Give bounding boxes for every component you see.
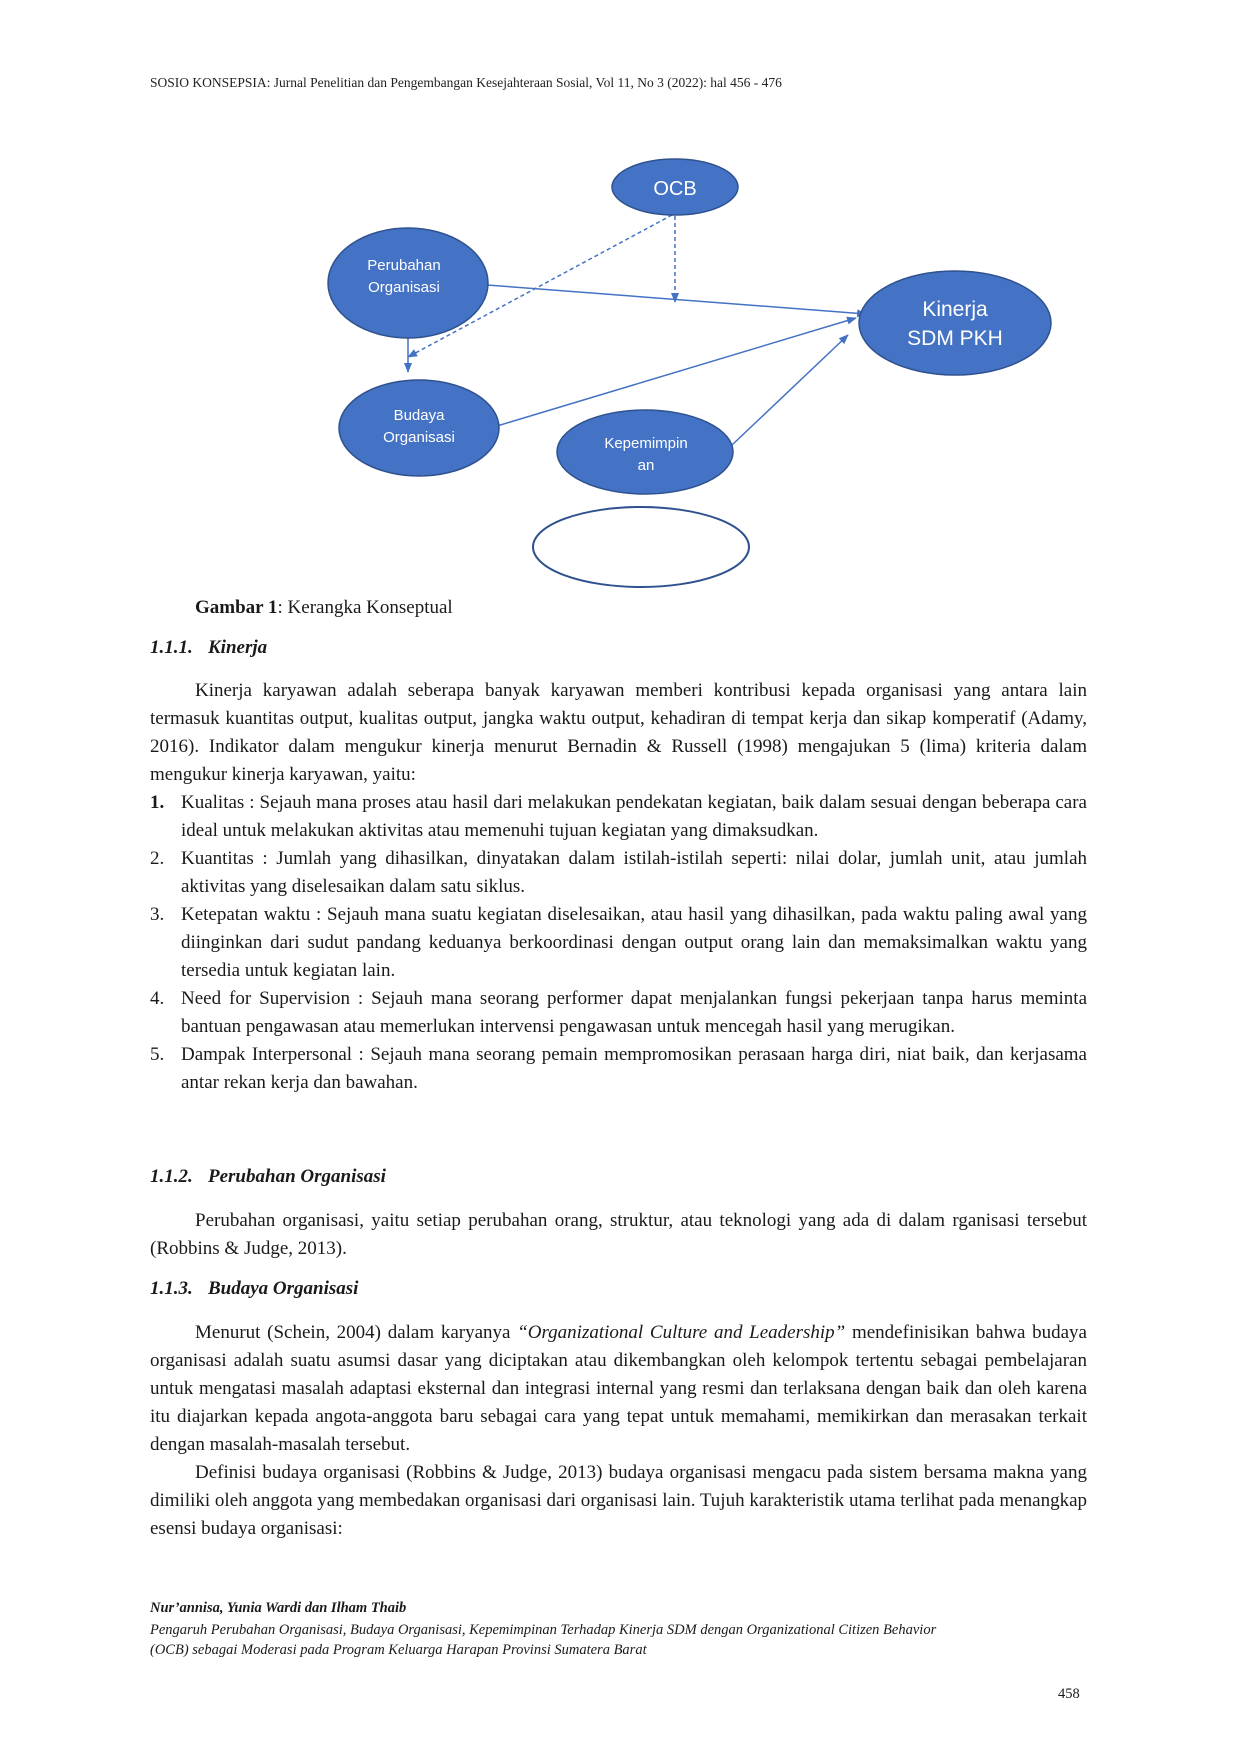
perubahan-label-line2: Organisasi: [368, 279, 440, 296]
list-number: 5.: [150, 1044, 165, 1065]
paragraph: Perubahan organisasi, yaitu setiap perub…: [150, 1210, 1087, 1259]
section-title: Kinerja: [208, 637, 268, 658]
page-footer: Nur’annisa, Yunia Wardi dan Ilham Thaib …: [150, 1598, 1087, 1660]
section-heading-perubahan: 1.1.2. Perubahan Organisasi: [150, 1166, 386, 1188]
paragraph: Menurut (Schein, 2004) dalam karyanya “O…: [150, 1319, 1087, 1459]
ocb-label: OCB: [653, 178, 696, 200]
arrow-budaya-to-kinerja: [496, 316, 857, 427]
budaya-organisasi-node: [338, 379, 500, 477]
page-number: 458: [1058, 1686, 1080, 1702]
kepemimpinan-label-line2: an: [638, 457, 655, 474]
list-item: 2. Kuantitas : Jumlah yang dihasilkan, di…: [150, 845, 1087, 901]
ocb-node: [611, 158, 739, 216]
criteria-list: 1. Kualitas : Sejauh mana proses atau has…: [150, 789, 1087, 1097]
footer-authors: Nur’annisa, Yunia Wardi dan Ilham Thaib: [150, 1600, 407, 1616]
list-item: 4. Need for Supervision : Sejauh mana seo…: [150, 985, 1087, 1041]
framework-diagram: OCB Perubahan Organisasi Kinerja SDM PKH…: [327, 158, 1052, 588]
text-run: mendefinisikan bahwa budaya organisasi a…: [150, 1322, 1087, 1455]
list-number: 1.: [150, 792, 165, 813]
section-number: 1.1.1.: [150, 637, 193, 658]
budaya-label-line1: Budaya: [394, 407, 446, 424]
section-heading-kinerja: 1.1.1. Kinerja: [150, 637, 267, 659]
footer-article-title-line1: Pengaruh Perubahan Organisasi, Budaya Or…: [150, 1622, 937, 1638]
dashed-arrow-ocb-moderation-budaya: [407, 214, 673, 358]
list-item: 3. Ketepatan waktu : Sejauh mana suatu ke…: [150, 901, 1087, 985]
section-heading-budaya: 1.1.3. Budaya Organisasi: [150, 1278, 358, 1300]
list-number: 2.: [150, 848, 165, 869]
figure-caption: Gambar 1: Kerangka Konseptual: [195, 597, 453, 619]
section-body-budaya: Menurut (Schein, 2004) dalam karyanya “O…: [150, 1319, 1087, 1543]
running-header: SOSIO KONSEPSIA: Jurnal Penelitian dan P…: [150, 75, 782, 90]
list-text: Kualitas : Sejauh mana proses atau hasil…: [181, 792, 1087, 841]
list-text: Need for Supervision : Sejauh mana seora…: [181, 988, 1087, 1037]
list-number: 3.: [150, 904, 165, 925]
kepemimpinan-node: [556, 409, 734, 495]
section-number: 1.1.2.: [150, 1166, 193, 1187]
perubahan-label-line1: Perubahan: [367, 257, 440, 274]
list-item: 1. Kualitas : Sejauh mana proses atau has…: [150, 789, 1087, 845]
section-body-kinerja: Kinerja karyawan adalah seberapa banyak …: [150, 677, 1087, 1097]
book-title: “Organizational Culture and Leadership”: [517, 1322, 846, 1343]
list-item: 5. Dampak Interpersonal : Sejauh mana seo…: [150, 1041, 1087, 1097]
arrow-kepemimpinan-to-kinerja: [731, 334, 849, 446]
list-text: Ketepatan waktu : Sejauh mana suatu kegi…: [181, 904, 1087, 981]
list-text: Kuantitas : Jumlah yang dihasilkan, diny…: [181, 848, 1087, 897]
section-title: Budaya Organisasi: [208, 1278, 359, 1299]
footer-article-title-line2: (OCB) sebagai Moderasi pada Program Kelu…: [150, 1642, 647, 1658]
perubahan-organisasi-node: [327, 227, 489, 339]
conceptual-framework-figure: OCB Perubahan Organisasi Kinerja SDM PKH…: [0, 0, 1240, 590]
list-number: 4.: [150, 988, 165, 1009]
section-body-perubahan: Perubahan organisasi, yaitu setiap perub…: [150, 1207, 1087, 1263]
arrow-perubahan-to-kinerja: [486, 284, 867, 318]
caption-label: Gambar 1: [195, 597, 278, 618]
section-number: 1.1.3.: [150, 1278, 193, 1299]
kinerja-label-line2: SDM PKH: [907, 327, 1003, 350]
caption-text: : Kerangka Konseptual: [277, 597, 453, 618]
budaya-label-line2: Organisasi: [383, 429, 455, 446]
list-text: Dampak Interpersonal : Sejauh mana seora…: [181, 1044, 1087, 1093]
section-title: Perubahan Organisasi: [208, 1166, 386, 1187]
kinerja-sdm-pkh-node: [858, 270, 1052, 376]
kinerja-label-line1: Kinerja: [922, 298, 988, 321]
text-run: Menurut (Schein, 2004) dalam karyanya: [195, 1322, 518, 1343]
paragraph: Kinerja karyawan adalah seberapa banyak …: [150, 680, 1087, 785]
empty-node: [532, 506, 750, 588]
paragraph: Definisi budaya organisasi (Robbins & Ju…: [150, 1462, 1087, 1539]
kepemimpinan-label-line1: Kepemimpin: [604, 435, 687, 452]
